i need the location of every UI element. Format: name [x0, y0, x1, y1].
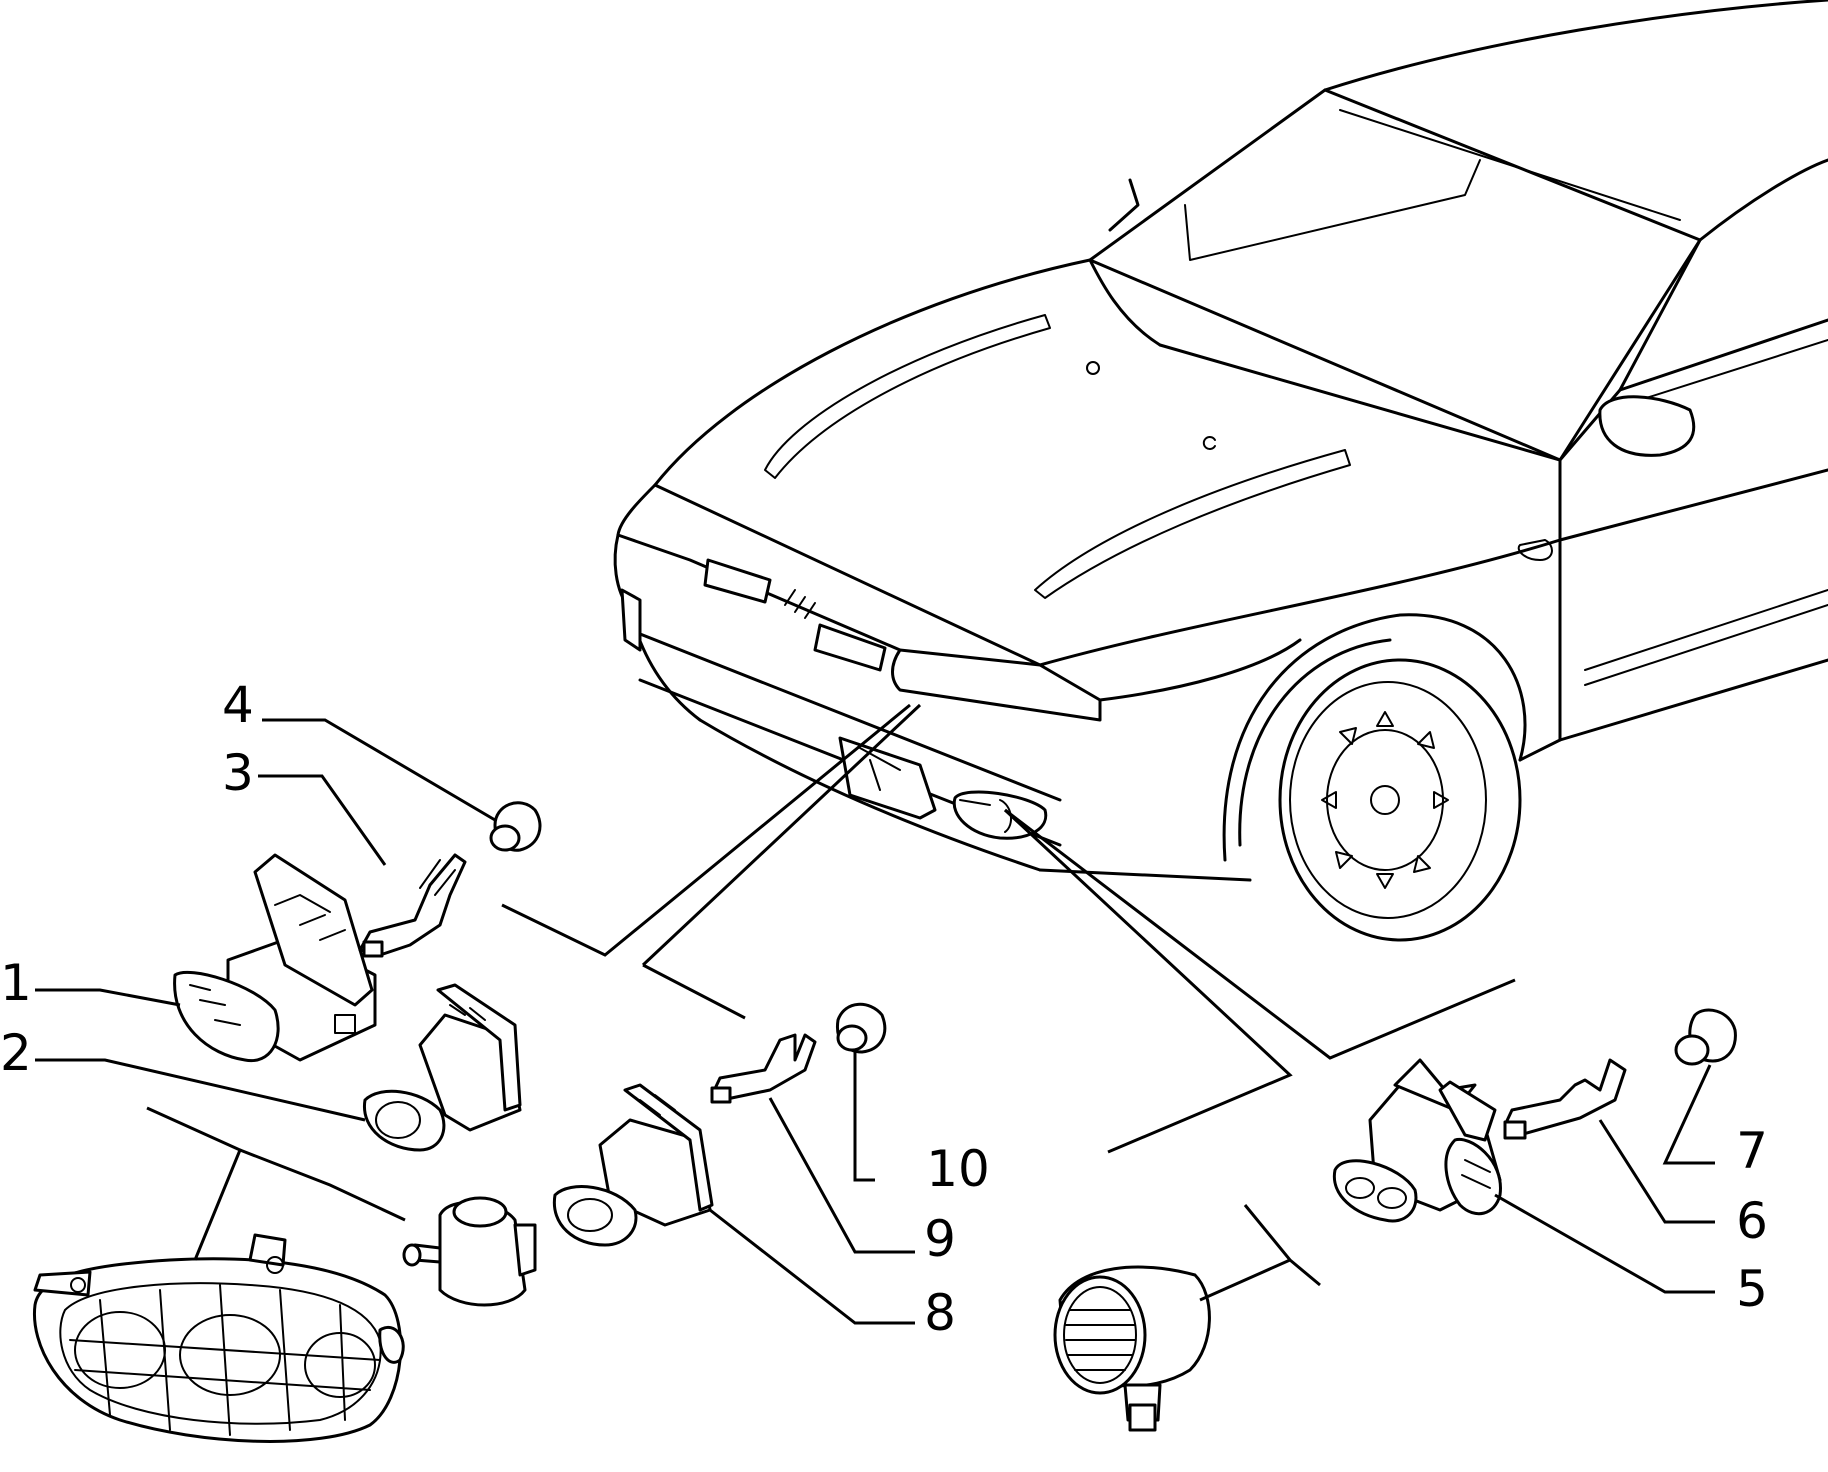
callout-5: 5 — [1736, 1260, 1768, 1318]
part-1-connector — [173, 853, 377, 1063]
part-3-terminal — [358, 853, 467, 958]
part-6-terminal — [1503, 1058, 1627, 1140]
fog-lamp — [1053, 1265, 1211, 1432]
callout-9: 9 — [924, 1210, 956, 1268]
callout-7: 7 — [1736, 1122, 1768, 1180]
leader-7 — [1662, 1064, 1715, 1165]
callout-10: 10 — [926, 1140, 990, 1198]
callout-1: 1 — [0, 954, 32, 1012]
part-7-grommet — [1674, 1008, 1737, 1066]
leader-3 — [258, 774, 387, 866]
group-brackets — [146, 703, 1516, 1302]
leader-1 — [35, 988, 181, 1007]
part-5-connector — [1332, 1058, 1502, 1223]
callout-8: 8 — [924, 1284, 956, 1342]
callouts: 1 2 3 4 5 6 7 8 9 10 — [0, 676, 1768, 1342]
leader-4 — [262, 718, 496, 822]
leader-2 — [35, 1058, 366, 1122]
leveling-motor — [402, 1196, 537, 1307]
callout-4: 4 — [222, 676, 254, 734]
callout-6: 6 — [1736, 1192, 1768, 1250]
part-8-connector — [552, 1083, 714, 1247]
leader-6 — [1598, 1119, 1715, 1224]
part-9-terminal — [710, 1033, 817, 1104]
leader-8 — [709, 1208, 915, 1325]
callout-2: 2 — [0, 1024, 32, 1082]
callout-3: 3 — [222, 744, 254, 802]
part-2-connector — [363, 983, 522, 1152]
leader-5 — [1494, 1193, 1715, 1294]
part-10-grommet — [835, 1002, 887, 1054]
part-4-grommet — [489, 801, 542, 852]
car-illustration — [613, 0, 1828, 942]
leader-10 — [853, 1052, 875, 1182]
leader-lines — [35, 718, 1715, 1325]
headlamp-assembly — [32, 1233, 405, 1443]
leader-9 — [768, 1097, 915, 1254]
